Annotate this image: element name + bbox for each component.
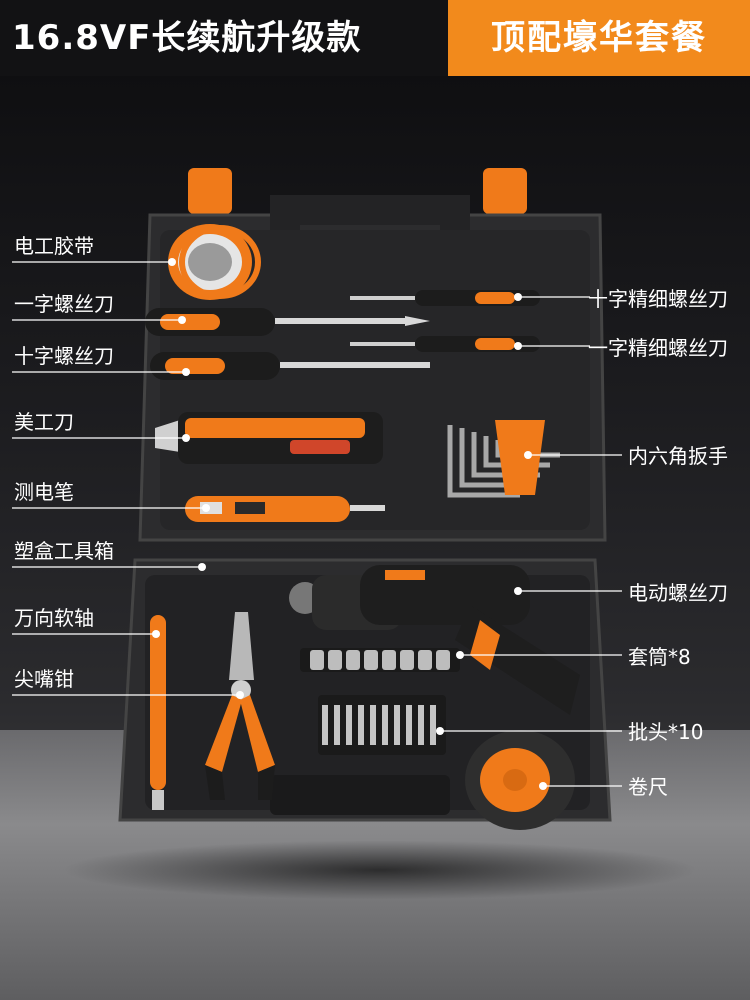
- label-sockets: 套筒*8: [628, 645, 691, 669]
- socket-set: [300, 648, 460, 672]
- leader-dots: [152, 258, 547, 790]
- label-precision-phillips: 十字精细螺丝刀: [588, 287, 728, 311]
- label-electrical-tape: 电工胶带: [14, 234, 94, 258]
- electric-screwdriver: [289, 565, 580, 715]
- label-hex-keys: 内六角扳手: [628, 444, 728, 468]
- label-plastic-case: 塑盒工具箱: [14, 539, 114, 563]
- label-needle-nose-pliers: 尖嘴钳: [14, 667, 74, 691]
- needle-nose-pliers: [205, 612, 275, 800]
- flat-screwdriver: [145, 308, 430, 336]
- banner-package-text: 顶配壕华套餐: [448, 0, 750, 76]
- label-electric-screwdriver: 电动螺丝刀: [628, 581, 728, 605]
- label-test-pen: 测电笔: [14, 480, 74, 504]
- label-utility-knife: 美工刀: [14, 410, 74, 434]
- label-tape-measure: 卷尺: [628, 775, 668, 799]
- banner-model-text: 16.8VF长续航升级款: [0, 0, 448, 76]
- label-phillips-screwdriver: 十字螺丝刀: [14, 344, 114, 368]
- label-precision-flat: 一字精细螺丝刀: [588, 336, 728, 360]
- flex-shaft: [150, 615, 166, 810]
- case-shadow: [60, 840, 700, 900]
- tape-measure: [465, 730, 575, 830]
- electrical-tape: [168, 224, 261, 300]
- label-bits: 批头*10: [628, 720, 704, 744]
- bit-set: [318, 695, 446, 755]
- leader-lines: [12, 261, 622, 787]
- banner: 16.8VF长续航升级款 顶配壕华套餐: [0, 0, 750, 76]
- utility-knife: [155, 412, 383, 464]
- label-flat-screwdriver: 一字螺丝刀: [14, 292, 114, 316]
- precision-screwdrivers: [350, 290, 540, 352]
- hex-key-set: [447, 420, 560, 498]
- label-flex-shaft: 万向软轴: [14, 606, 94, 630]
